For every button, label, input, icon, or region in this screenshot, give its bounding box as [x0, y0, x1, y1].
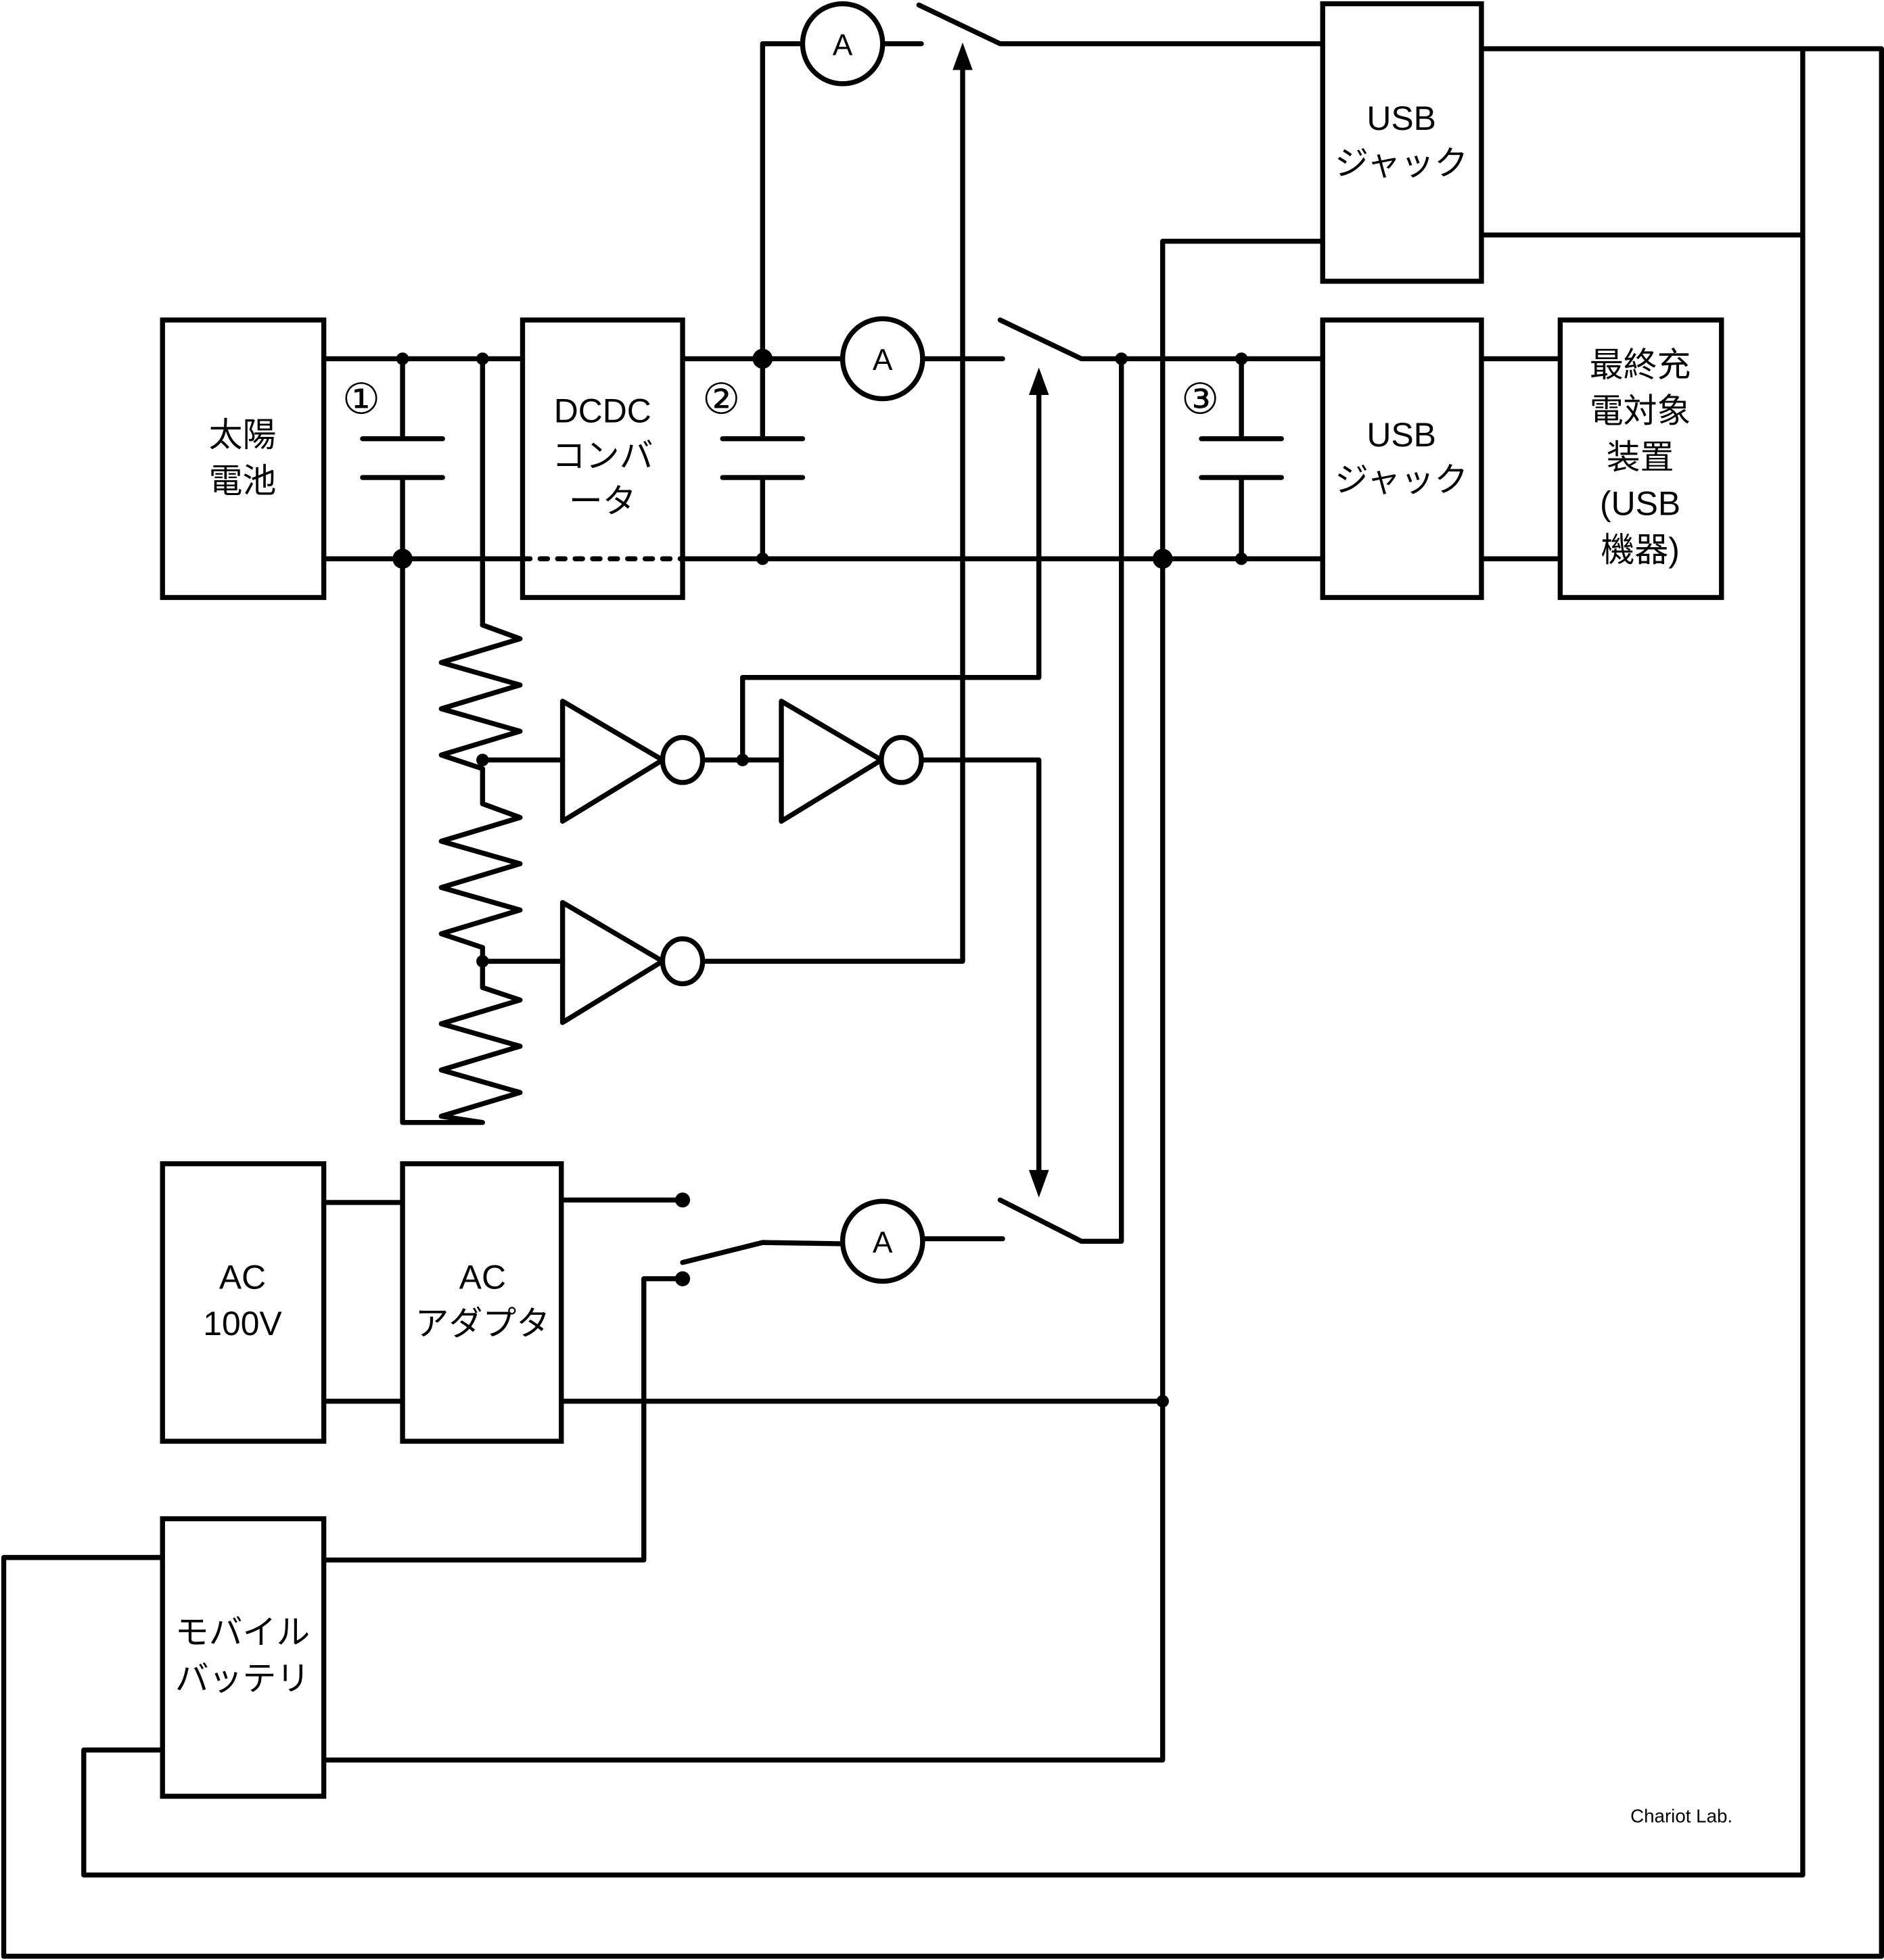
- ac-battery-switch-wires: [1, 46, 1884, 1959]
- usb-jack-top-label-1: USB: [1366, 99, 1436, 137]
- capacitor-2-label: ②: [702, 375, 740, 424]
- target-device-label-3: 装置: [1607, 438, 1674, 476]
- credit-text: Chariot Lab.: [1630, 1806, 1732, 1827]
- dcdc-label-3: ータ: [569, 482, 637, 520]
- ammeter-bottom: A: [840, 1198, 925, 1284]
- mobile-battery-block: モバイル バッテリ: [160, 1516, 327, 1799]
- comparator-inverters: [480, 53, 1042, 1184]
- usb-jack-top-label-2: ジャック: [1335, 145, 1468, 183]
- target-device-block: 最終充 電対象 装置 (USB 機器): [1557, 317, 1724, 601]
- voltage-divider: [400, 356, 523, 1125]
- usb-jack-main-label-1: USB: [1366, 416, 1436, 454]
- capacitor-3: [1199, 356, 1284, 561]
- capacitor-1-label: ①: [342, 375, 380, 424]
- dcdc-label-1: DCDC: [554, 392, 651, 430]
- ac-adapter-label-2: アダプタ: [415, 1305, 551, 1343]
- solar-cell-label-2: 電池: [209, 462, 277, 500]
- usb-jack-main-label-2: ジャック: [1335, 461, 1468, 498]
- mobile-battery-label-1: モバイル: [175, 1613, 311, 1651]
- junction-dots: [392, 348, 1248, 1408]
- ammeter-middle: A: [840, 316, 925, 402]
- target-device-label-4: (USB: [1600, 484, 1680, 522]
- usb-jack-top-block: USB ジャック: [1320, 1, 1484, 284]
- solar-cell-block: 太陽 電池: [160, 317, 327, 601]
- target-device-label-2: 電対象: [1590, 392, 1691, 430]
- ac-adapter-block: AC アダプタ: [400, 1161, 564, 1444]
- usb-jack-main-block: USB ジャック: [1320, 317, 1484, 601]
- mobile-battery-label-2: バッテリ: [175, 1660, 311, 1698]
- top-branch-wires: [81, 2, 1806, 1878]
- ammeter-top-label: A: [833, 28, 853, 62]
- ammeter-middle-label: A: [873, 344, 893, 377]
- capacitor-1: [360, 356, 445, 561]
- dcdc-label-2: コンバ: [552, 437, 653, 475]
- dcdc-converter-block: DCDC コンバ ータ: [520, 317, 685, 601]
- ac-adapter-label-1: AC: [459, 1259, 506, 1297]
- ammeter-bottom-label: A: [873, 1226, 893, 1259]
- capacitor-3-label: ③: [1181, 375, 1219, 424]
- ac-100v-label-2: 100V: [203, 1305, 282, 1343]
- ac-100v-block: AC 100V: [160, 1161, 327, 1444]
- ammeter-top: A: [800, 1, 886, 87]
- control-arrows: [952, 42, 1049, 1198]
- target-device-label-1: 最終充: [1590, 346, 1691, 383]
- target-device-label-5: 機器): [1601, 531, 1679, 569]
- ac-100v-label-1: AC: [219, 1259, 266, 1297]
- solar-cell-label-1: 太陽: [209, 416, 277, 454]
- capacitor-2: [720, 356, 806, 561]
